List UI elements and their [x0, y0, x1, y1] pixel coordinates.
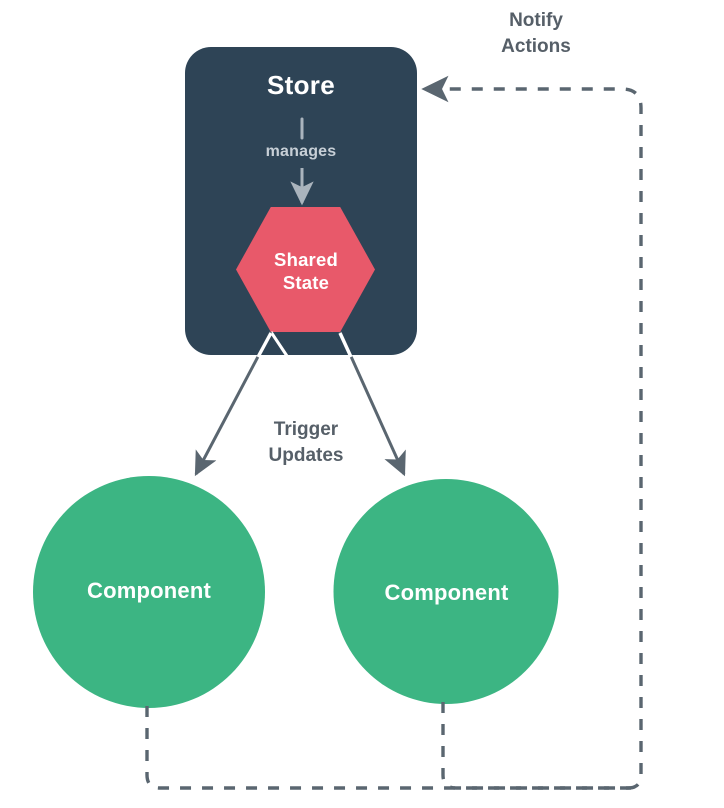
shared-state-shape[interactable]	[236, 207, 375, 332]
trigger-updates-edge-left-inner	[269, 331, 289, 357]
notify-actions-edge-left	[145, 706, 641, 790]
notify-actions-edge-return	[421, 75, 643, 790]
component-left-shape[interactable]	[33, 476, 265, 708]
component-right-shape[interactable]	[333, 479, 559, 704]
trigger-updates-edge-right-mask	[338, 332, 353, 358]
notify-actions-edge-right	[441, 702, 628, 790]
trigger-updates-edge-left-mask	[256, 332, 273, 358]
